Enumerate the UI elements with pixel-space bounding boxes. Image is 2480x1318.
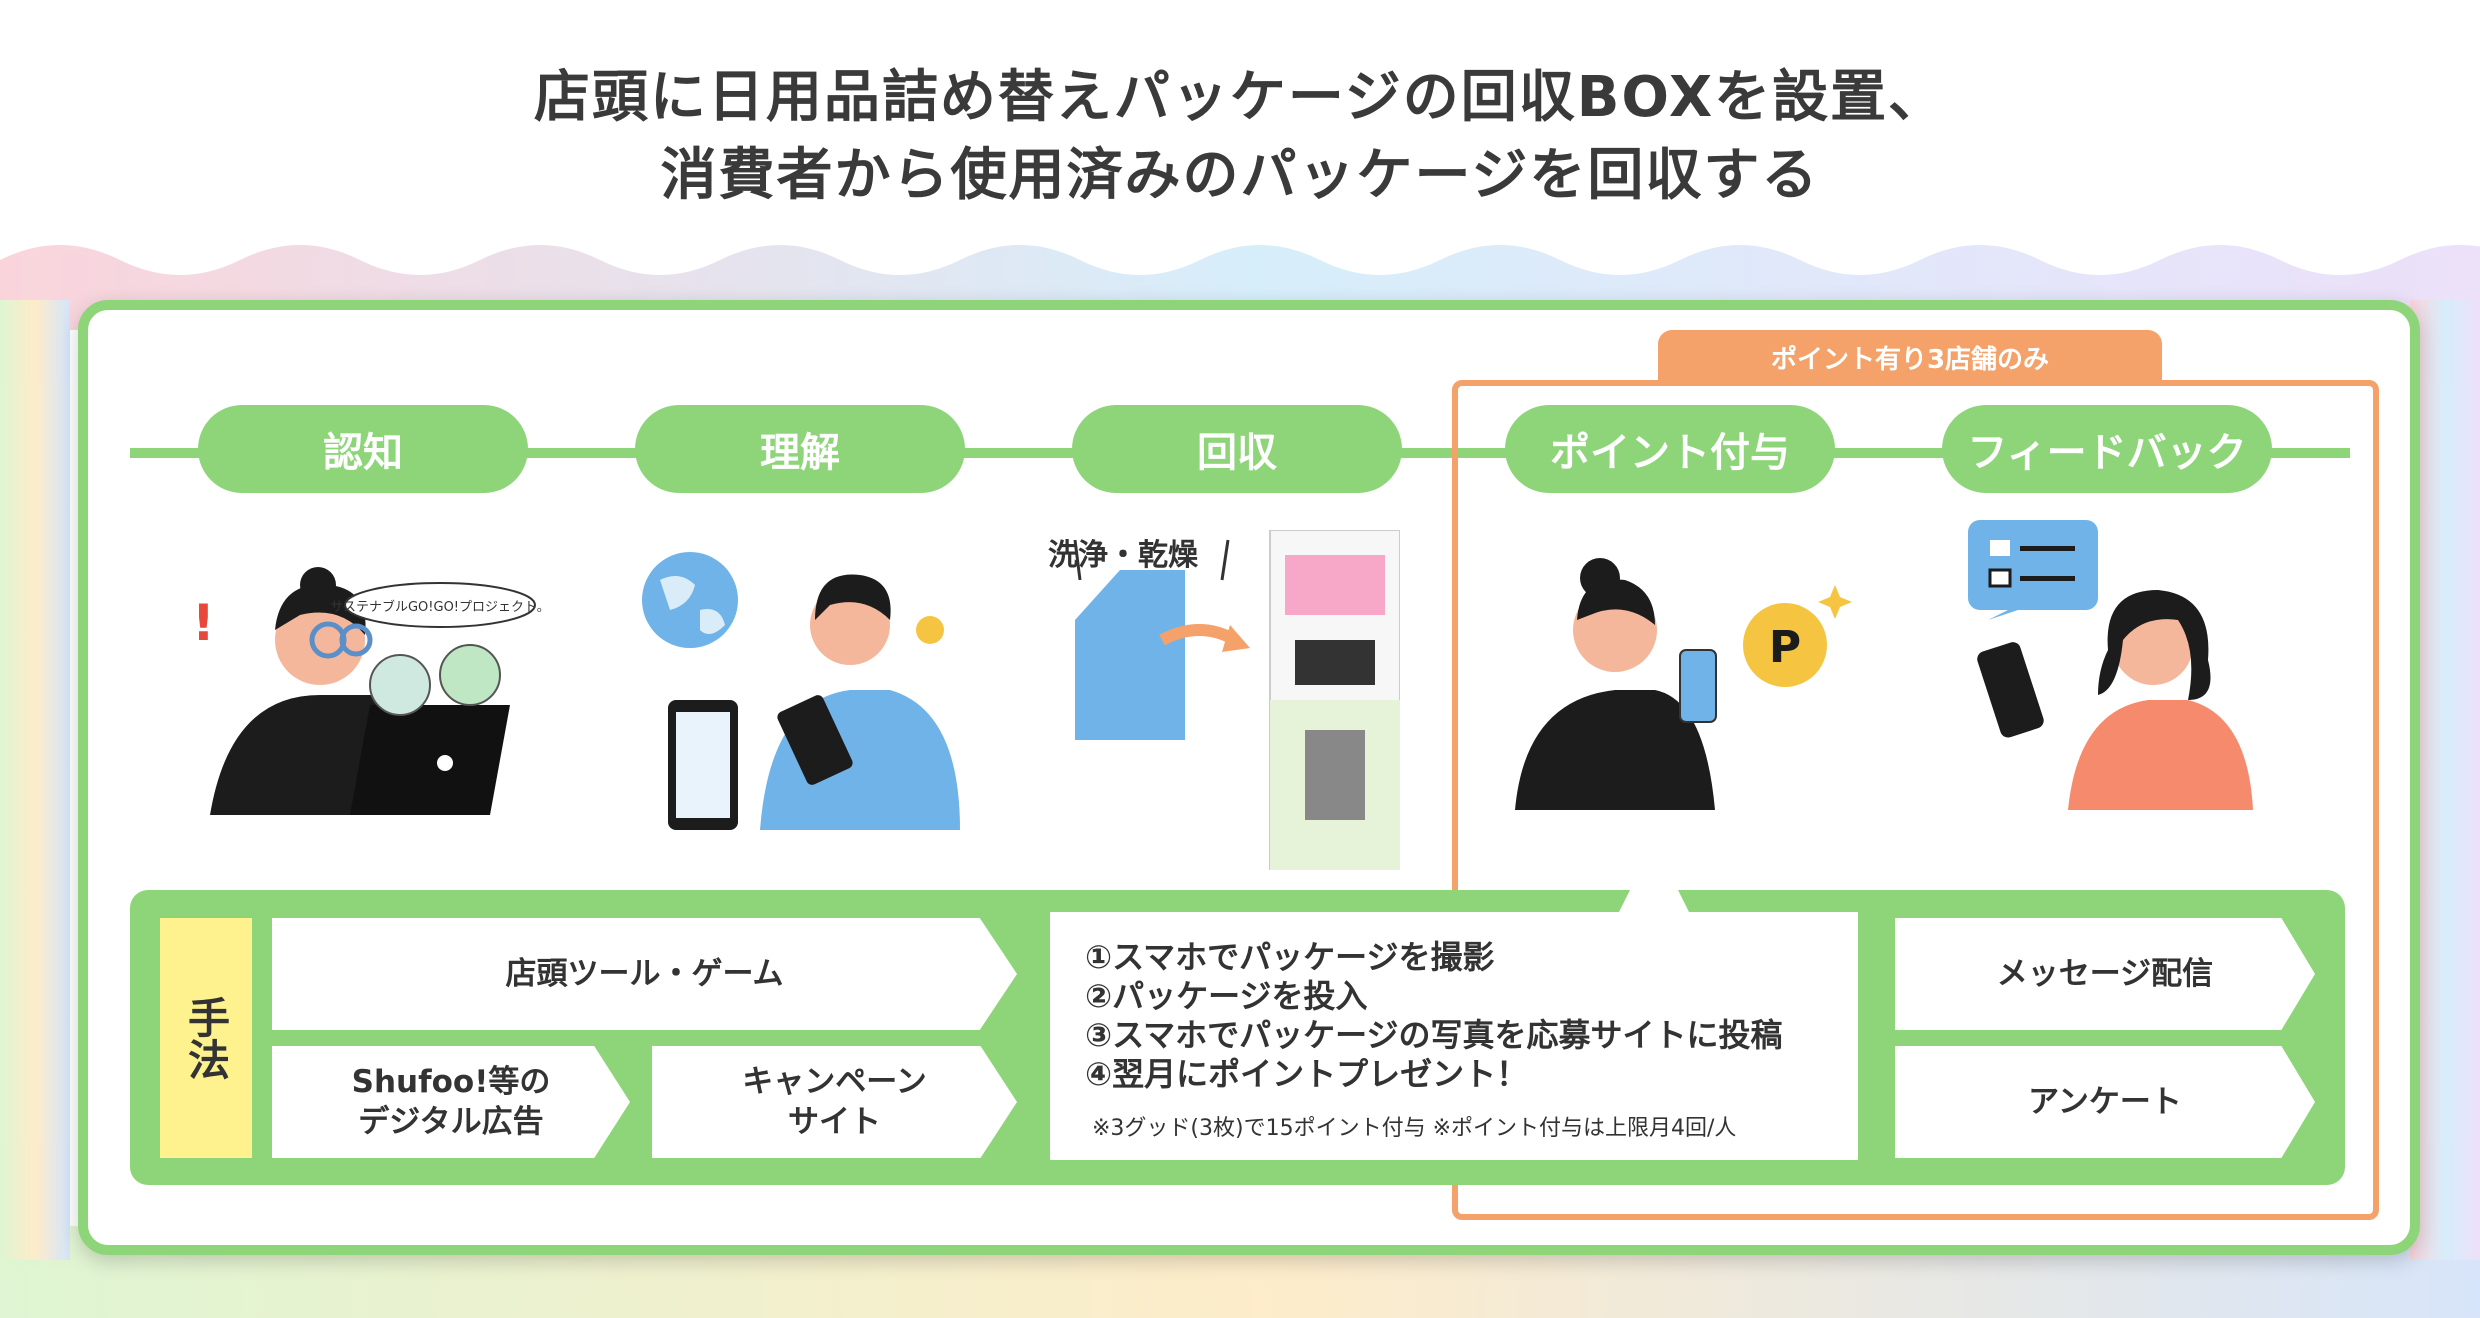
shufoo-text-line-2: デジタル広告 [358,1104,544,1140]
survey-box: アンケート [1895,1046,2315,1158]
step-4: ④翌月にポイントプレゼント！ [1085,1055,1529,1093]
message-delivery-box: メッセージ配信 [1895,918,2315,1030]
awareness-illustration: ! サステナブルGO!GO!プロジェクト。 [192,567,550,815]
collection-steps-box [1050,912,1858,1160]
method-label: 手法 [160,918,252,1158]
campaign-site-box: キャンペーン サイト [652,1046,1017,1158]
step-1: ①スマホでパッケージを撮影 [1085,938,1495,976]
stage-collection: 回収 [1072,405,1402,493]
collection-illustration [1073,530,1400,870]
feedback-illustration [1968,520,2253,810]
campaign-text-line-1: キャンペーン [742,1063,927,1100]
shufoo-box: Shufoo!等の デジタル広告 [272,1046,630,1158]
stage-feedback: フィードバック [1942,405,2272,493]
survey-text: アンケート [2028,1083,2182,1120]
store-tools-text: 店頭ツール・ゲーム [505,955,784,992]
point-grant-illustration: P [1515,558,1852,810]
collection-steps-list: ①スマホでパッケージを撮影 ②パッケージを投入 ③スマホでパッケージの写真を応募… [1085,938,1783,1094]
wash-dry-label: 洗浄・乾燥 [1048,538,1198,573]
callout-notch [1618,842,1690,914]
stage-awareness: 認知 [198,405,528,493]
campaign-text-line-2: サイト [788,1104,881,1140]
svg-text:!: ! [192,594,215,652]
point-note: ※3グッド(3枚)で15ポイント付与 ※ポイント付与は上限月4回/人 [1092,1116,1737,1141]
stage-understanding: 理解 [635,405,965,493]
speech-bubble-text: サステナブルGO!GO!プロジェクト。 [330,599,550,615]
main-title-line-2: 消費者から使用済みのパッケージを回収する [660,143,1820,208]
message-delivery-text: メッセージ配信 [1996,955,2214,992]
understanding-illustration [642,552,960,830]
point-stores-tag: ポイント有り3店舗のみ [1658,330,2162,384]
shufoo-text-line-1: Shufoo!等の [351,1063,551,1100]
coin-p-label: P [1769,622,1801,673]
stage-point-grant: ポイント付与 [1505,405,1835,493]
store-tools-box: 店頭ツール・ゲーム [272,918,1017,1030]
main-title-line-1: 店頭に日用品詰め替えパッケージの回収BOXを設置、 [533,65,1947,130]
step-2: ②パッケージを投入 [1085,977,1368,1015]
step-3: ③スマホでパッケージの写真を応募サイトに投稿 [1085,1016,1783,1054]
